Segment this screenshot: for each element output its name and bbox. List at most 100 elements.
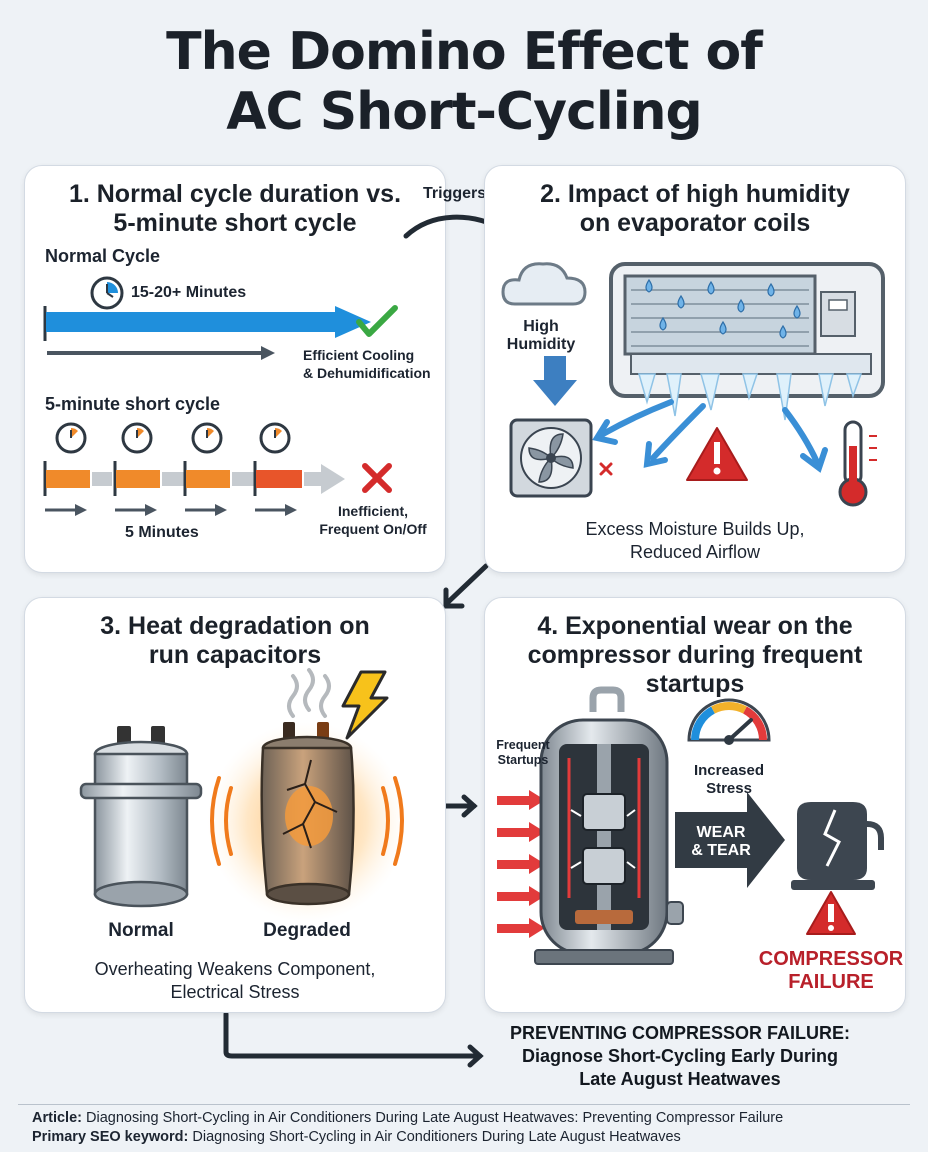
short-cycle-heading: 5-minute short cycle: [45, 394, 221, 414]
clock-icon: [121, 422, 153, 454]
stress-label: Increased Stress: [681, 762, 777, 798]
checkmark-icon: [356, 305, 398, 337]
panel4-title-line2: compressor during frequent: [527, 641, 863, 669]
panel2-caption-line1: Excess Moisture Builds Up,: [585, 519, 805, 539]
startups-line1: Frequent: [496, 738, 550, 752]
x-mark-icon: [362, 463, 392, 493]
panel-capacitors: 3. Heat degradation on run capacitors: [24, 597, 446, 1013]
panel-humidity: 2. Impact of high humidity on evaporator…: [484, 165, 906, 573]
short-duration-label: 5 Minutes: [125, 524, 199, 541]
capacitor-icon: [79, 726, 203, 908]
smoke: [287, 668, 331, 718]
wear-arrow: [675, 792, 785, 888]
clock-icon: [259, 422, 291, 454]
wear-line2: & TEAR: [691, 842, 751, 859]
compressor-pipe: [589, 686, 625, 712]
footer-article-value: Diagnosing Short-Cycling in Air Conditio…: [86, 1110, 784, 1126]
footer-article-label: Article:: [32, 1110, 82, 1126]
humidity-line2: Humidity: [506, 336, 576, 353]
footer-keyword: Primary SEO keyword: Diagnosing Short-Cy…: [32, 1129, 681, 1145]
panel4-title-line1: 4. Exponential wear on the: [537, 612, 853, 640]
connector-arrow-to-conclusion: [223, 1011, 484, 1068]
heat-waves: [210, 776, 404, 866]
normal-capacitor-label: Normal: [108, 920, 174, 941]
connector-arrow-2-to-3: [443, 563, 489, 609]
panel3-caption: Overheating Weakens Component, Electrica…: [25, 958, 445, 1004]
panel4-title-line3: startups: [645, 670, 745, 698]
panel1-graphics: [43, 276, 398, 516]
panel1-title-line2: 5-minute short cycle: [113, 209, 357, 237]
clock-icon: [55, 422, 87, 454]
conclusion-line3: Late August Heatwaves: [579, 1069, 781, 1089]
panel4-graphics: [497, 686, 884, 965]
panel2-caption: Excess Moisture Builds Up, Reduced Airfl…: [485, 518, 905, 564]
humidity-label: High Humidity: [499, 318, 583, 354]
panel3-graphics: [79, 668, 407, 922]
startups-line2: Startups: [497, 753, 549, 767]
normal-result-line1: Efficient Cooling: [303, 347, 415, 363]
normal-cycle-arrow: [43, 306, 371, 341]
panel3-caption-line1: Overheating Weakens Component,: [94, 959, 376, 979]
warning-icon: [806, 891, 856, 935]
clock-icon: [191, 422, 223, 454]
short-result-line1: Inefficient,: [337, 503, 408, 519]
stress-line1: Increased: [693, 762, 765, 779]
panel2-title: 2. Impact of high humidity on evaporator…: [485, 180, 905, 238]
normal-result-label: Efficient Cooling & Dehumidification: [303, 346, 431, 382]
panel3-caption-line2: Electrical Stress: [170, 982, 300, 1002]
short-result-label: Inefficient, Frequent On/Off: [305, 502, 441, 538]
clock-icon: [90, 276, 124, 310]
cloud-icon: [501, 262, 587, 306]
short-result-line2: Frequent On/Off: [319, 521, 427, 537]
triggers-label: Triggers: [423, 185, 487, 202]
failure-line1: COMPRESSOR: [758, 948, 904, 970]
wear-label: WEAR & TEAR: [681, 824, 761, 860]
humidity-down-arrow: [533, 356, 577, 406]
panel2-title-line2: on evaporator coils: [579, 209, 811, 237]
panel3-title-line2: run capacitors: [148, 641, 322, 669]
page-title-line2: AC Short-Cycling: [226, 82, 703, 142]
panel-compressor: 4. Exponential wear on the compressor du…: [484, 597, 906, 1013]
startups-label: Frequent Startups: [487, 738, 559, 768]
panel3-title-line1: 3. Heat degradation on: [100, 612, 370, 640]
normal-result-line2: & Dehumidification: [303, 365, 431, 381]
fan-icon: [509, 418, 593, 498]
failure-label: COMPRESSOR FAILURE: [733, 948, 928, 994]
humidity-line1: High: [523, 318, 559, 335]
page-title-line1: The Domino Effect of: [166, 22, 763, 82]
page-title: The Domino Effect of AC Short-Cycling: [0, 22, 928, 142]
normal-cycle-thin-arrow: [47, 346, 275, 360]
panel2-caption-line2: Reduced Airflow: [629, 542, 761, 562]
gauge-icon: [687, 698, 771, 745]
short-cycle-small-arrows: [45, 504, 297, 516]
compressor-cutaway: [534, 718, 684, 965]
wear-line1: WEAR: [696, 824, 746, 841]
normal-duration-label: 15-20+ Minutes: [131, 284, 247, 301]
footer-article: Article: Diagnosing Short-Cycling in Air…: [32, 1110, 783, 1126]
panel1-title: 1. Normal cycle duration vs. 5-minute sh…: [25, 180, 445, 238]
normal-cycle-heading: Normal Cycle: [45, 246, 161, 266]
panel1-title-line1: 1. Normal cycle duration vs.: [68, 180, 402, 208]
footer-keyword-value: Diagnosing Short-Cycling in Air Conditio…: [192, 1129, 681, 1145]
panel2-graphics: [501, 262, 885, 507]
footer-keyword-label: Primary SEO keyword:: [32, 1129, 189, 1145]
stress-line2: Stress: [706, 780, 752, 797]
lightning-icon: [341, 670, 389, 740]
conclusion-message: PREVENTING COMPRESSOR FAILURE: Diagnose …: [470, 1022, 890, 1091]
short-cycle-bar: [43, 461, 345, 496]
x-mark-icon: [599, 462, 613, 476]
panel3-title: 3. Heat degradation on run capacitors: [25, 612, 445, 670]
conclusion-line2: Diagnose Short-Cycling Early During: [521, 1046, 839, 1066]
conclusion-line1: PREVENTING COMPRESSOR FAILURE:: [509, 1023, 851, 1043]
capacitor-icon: [260, 722, 355, 906]
warning-icon: [686, 427, 748, 481]
panel-cycle-duration: 1. Normal cycle duration vs. 5-minute sh…: [24, 165, 446, 573]
panel4-title: 4. Exponential wear on the compressor du…: [485, 612, 905, 699]
degraded-capacitor-label: Degraded: [263, 920, 351, 941]
airflow-arrows: [592, 399, 828, 473]
compressor-icon: [791, 802, 884, 890]
failure-line2: FAILURE: [788, 971, 874, 993]
panel2-title-line1: 2. Impact of high humidity: [540, 180, 850, 208]
ac-unit: [609, 262, 885, 421]
thermometer-icon: [838, 420, 877, 507]
